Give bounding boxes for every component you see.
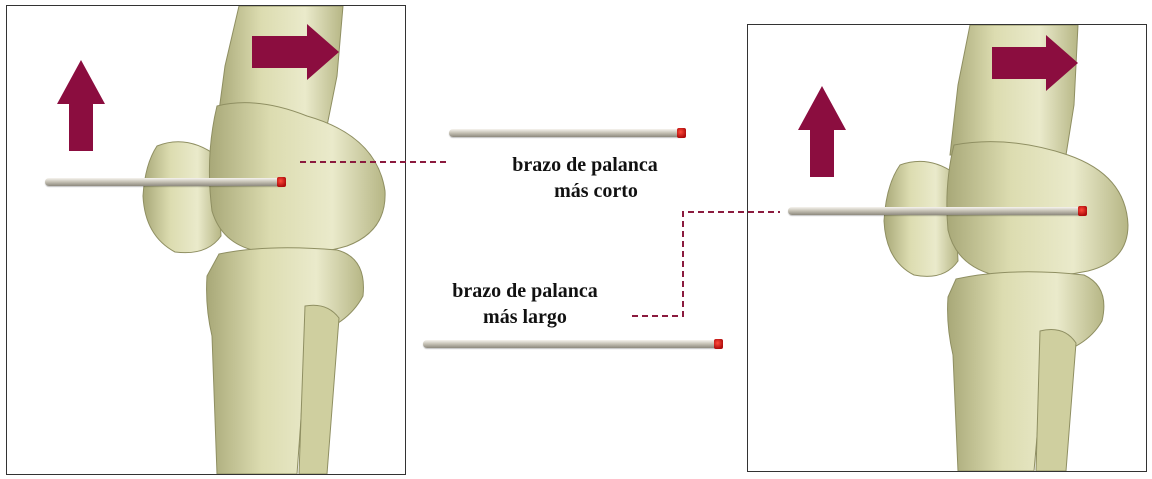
dashed-connector-long bbox=[632, 212, 780, 316]
